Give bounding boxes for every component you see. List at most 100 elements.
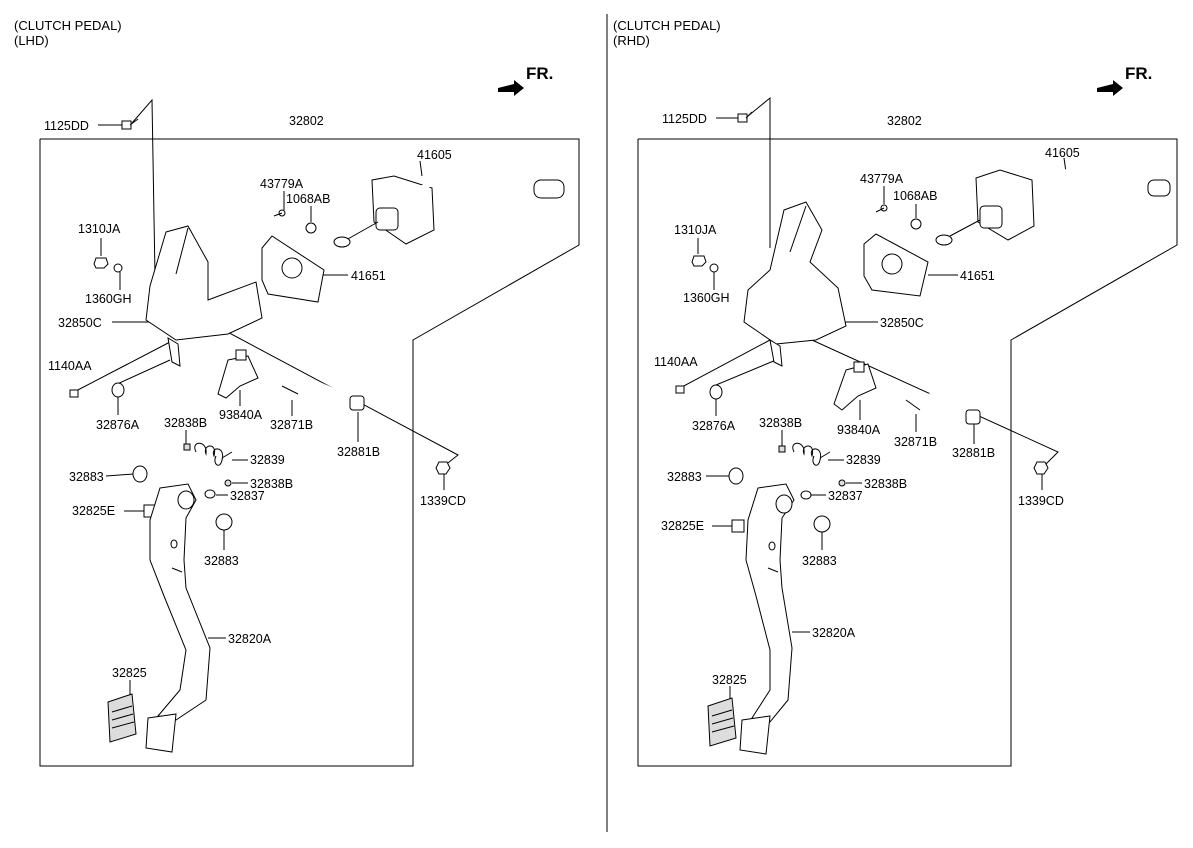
switch-93840A-icon [217,349,259,399]
washer-1068AB-icon [910,218,922,230]
label-32820A: 32820A [228,632,272,646]
washer-1360GH-icon [113,263,123,273]
pin-32881B-icon [929,390,981,425]
bushing-32883-bottom-icon [215,513,233,531]
left-part-labels: 1125DD 32802 41605 43779A 1068AB 1310JA … [44,114,466,680]
label-32850C: 32850C [880,316,924,330]
label-43779A: 43779A [260,177,304,191]
label-1310JA: 1310JA [674,223,717,237]
bushing-32883-bottom-icon [813,515,831,533]
label-32871B: 32871B [270,418,313,432]
nut-1339CD-icon [1033,461,1049,475]
label-1068AB: 1068AB [893,189,937,203]
label-32839: 32839 [250,453,285,467]
label-32838B-upper: 32838B [164,416,207,430]
label-41605: 41605 [1045,146,1080,160]
label-1068AB: 1068AB [286,192,330,206]
left-panel-heading: (CLUTCH PEDAL) (LHD) [14,18,122,48]
assembly-boundary [39,138,580,767]
label-32876A: 32876A [96,418,140,432]
label-32881B: 32881B [952,446,995,460]
label-41605: 41605 [417,148,452,162]
label-32876A: 32876A [692,419,736,433]
label-32883-upper: 32883 [69,470,104,484]
right-part-labels: 1125DD 32802 41605 43779A 1068AB 1310JA … [654,112,1080,687]
label-1339CD: 1339CD [1018,494,1064,508]
right-heading-line2: (RHD) [613,33,650,48]
label-41651: 41651 [960,269,995,283]
left-panel: FR. [39,64,580,767]
bolt-1125DD-icon [737,111,753,123]
bolt-1125DD-icon [121,118,139,130]
stopper-32825E-icon [731,519,745,533]
right-heading-line1: (CLUTCH PEDAL) [613,18,721,33]
assembly-boundary [637,138,1178,767]
clip-43779A-icon [273,209,286,217]
pedal-arm-32820A-icon [739,483,795,755]
washer-1068AB-icon [305,222,317,234]
right-panel: FR. [637,64,1178,767]
bracket-32850C-icon [145,225,263,367]
nut-32838B-icon [778,445,786,453]
label-1125DD: 1125DD [44,119,89,133]
clip-32837-icon [204,489,216,499]
label-32883-upper: 32883 [667,470,702,484]
label-1360GH: 1360GH [683,291,730,305]
bushing-32876A-icon [709,384,723,400]
label-32871B: 32871B [894,435,937,449]
bushing-32883-top-icon [132,465,148,483]
label-32838B-lower: 32838B [864,477,907,491]
bolt-1140AA-icon [69,389,79,398]
label-1140AA: 1140AA [654,355,698,369]
front-direction-label: FR. [526,64,553,83]
label-32838B-lower: 32838B [250,477,293,491]
label-32802: 32802 [887,114,922,128]
switch-93840A-icon [833,361,877,411]
label-43779A: 43779A [860,172,904,186]
pedal-pad-32825-icon [107,693,137,743]
label-1360GH: 1360GH [85,292,132,306]
front-direction-label: FR. [1125,64,1152,83]
left-heading-line2: (LHD) [14,33,49,48]
bolt-1140AA-icon [675,385,685,394]
washer-1360GH-icon [709,263,719,273]
label-32825E: 32825E [72,504,115,518]
master-cylinder-41605-icon [333,175,565,248]
label-32881B: 32881B [337,445,380,459]
label-32802: 32802 [289,114,324,128]
label-32825: 32825 [712,673,747,687]
clip-43779A-icon [875,204,888,213]
label-1310JA: 1310JA [78,222,121,236]
label-93840A: 93840A [219,408,263,422]
spring-32839-icon [792,442,831,466]
label-32883-lower: 32883 [204,554,239,568]
nut-32838B-small-icon [838,479,846,487]
bolt-32871B-icon [281,385,299,395]
label-32838B-upper: 32838B [759,416,802,430]
label-32837: 32837 [230,489,265,503]
bushing-32883-top-icon [728,467,744,485]
pin-32881B-icon [309,378,365,411]
label-41651: 41651 [351,269,386,283]
label-32850C: 32850C [58,316,102,330]
bushing-32876A-icon [111,382,125,398]
left-heading-line1: (CLUTCH PEDAL) [14,18,122,33]
nut-32838B-icon [183,443,191,451]
label-32825E: 32825E [661,519,704,533]
nut-1339CD-icon [435,461,451,475]
label-32839: 32839 [846,453,881,467]
master-cylinder-41605-icon [935,164,1171,246]
bracket-32850C-icon [743,201,847,367]
label-1140AA: 1140AA [48,359,92,373]
label-32837: 32837 [828,489,863,503]
front-arrow-icon [498,80,524,96]
label-32820A: 32820A [812,626,856,640]
front-arrow-icon [1097,80,1123,96]
clip-32837-icon [800,490,812,500]
label-1339CD: 1339CD [420,494,466,508]
gasket-41651-icon [863,233,929,297]
nut-1310JA-icon [691,255,707,267]
right-panel-heading: (CLUTCH PEDAL) (RHD) [613,18,721,48]
label-93840A: 93840A [837,423,881,437]
